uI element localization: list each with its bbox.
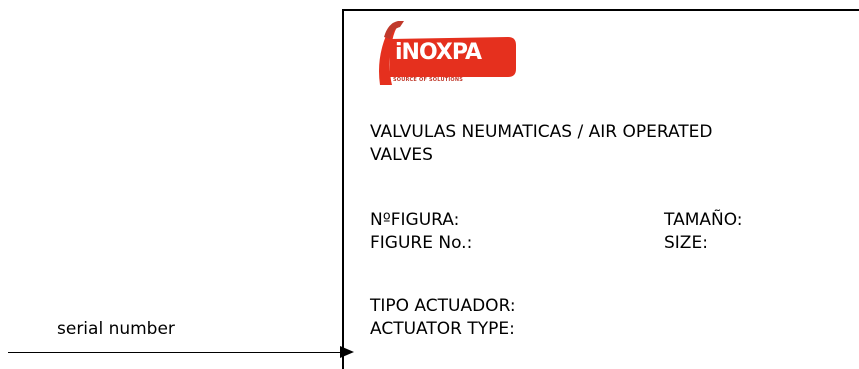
serial-number-annotation: serial number [57,319,175,339]
serial-number-arrow-line [8,352,342,353]
logo-handle [384,21,404,39]
size-label-es: TAMAÑO: [664,210,743,230]
logo-swoosh [379,22,400,85]
logo-red-banner [390,37,516,77]
plate-title-line1: VALVULAS NEUMATICAS / AIR OPERATED [370,122,713,142]
serial-number-arrow-head [340,346,354,358]
figure-label-es: NºFIGURA: [370,210,460,230]
nameplate-outline [342,9,859,369]
size-label-en: SIZE: [664,233,708,253]
plate-title-line2: VALVES [370,145,433,165]
actuator-label-es: TIPO ACTUADOR: [370,296,516,316]
actuator-label-en: ACTUATOR TYPE: [370,319,515,339]
figure-label-en: FIGURE No.: [370,233,473,253]
logo-tagline: SOURCE OF SOLUTIONS [393,77,464,83]
logo-brand-text: iNOXPA [395,40,482,65]
inoxpa-logo [379,21,516,85]
